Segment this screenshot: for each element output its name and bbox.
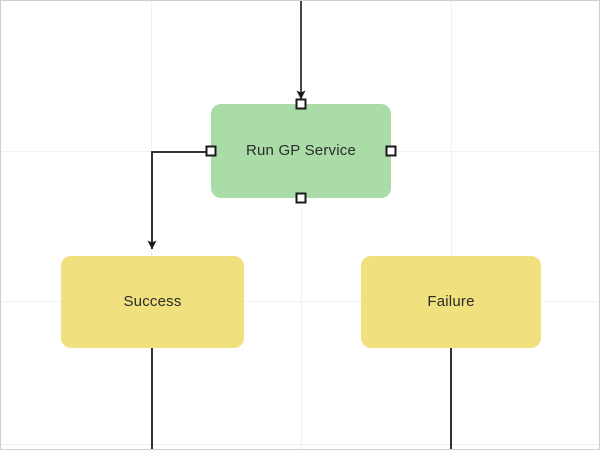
grid-line-vertical: [301, 1, 302, 449]
port-right-handle[interactable]: [385, 145, 397, 157]
grid-line-horizontal: [1, 444, 599, 445]
port-bottom-handle[interactable]: [295, 192, 307, 204]
port-top-handle[interactable]: [295, 98, 307, 110]
node-success[interactable]: Success: [61, 256, 244, 348]
grid-line-vertical: [151, 1, 152, 449]
grid-line-vertical: [451, 1, 452, 449]
node-run-gp-service[interactable]: Run GP Service: [205, 98, 397, 204]
edge-service-to-success[interactable]: [147, 151, 209, 250]
port-left-handle[interactable]: [205, 145, 217, 157]
node-label-failure: Failure: [427, 293, 475, 310]
node-failure[interactable]: Failure: [361, 256, 541, 348]
node-label-success: Success: [123, 293, 182, 310]
node-label-run-gp-service: Run GP Service: [245, 142, 357, 159]
